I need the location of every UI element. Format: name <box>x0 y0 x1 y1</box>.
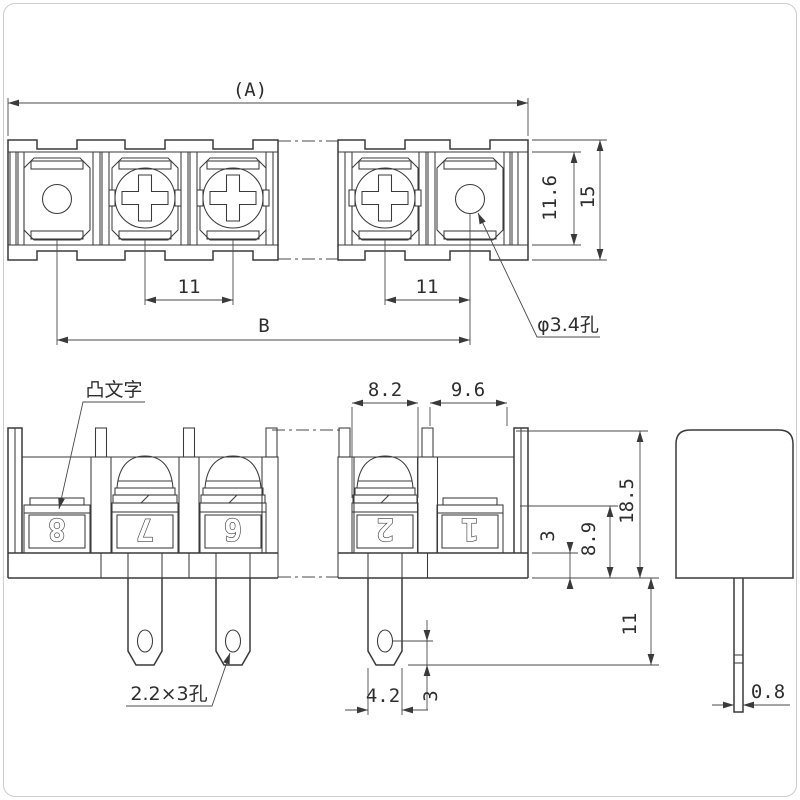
front-terminal-1-clamp <box>436 497 504 553</box>
terminal-number-7: 7 <box>136 511 154 546</box>
dim-15: 15 <box>577 186 599 209</box>
solder-pins <box>127 578 403 666</box>
front-screw-6 <box>199 455 267 553</box>
terminal-number-plates: 8 7 6 2 1 <box>28 510 499 549</box>
top-terminal-8 <box>23 157 91 241</box>
dim-11-6: 11.6 <box>539 175 561 221</box>
top-terminal-2 <box>348 157 422 241</box>
sheet-border <box>3 3 797 797</box>
emboss-note: 凸文字 <box>85 379 142 401</box>
pin-hole <box>224 629 242 653</box>
phillips-screw <box>361 174 409 222</box>
hole-note: φ3.4孔 <box>537 314 599 336</box>
clamp-hole <box>41 183 73 215</box>
front-screw-7 <box>111 455 179 553</box>
dim-8-9: 8.9 <box>578 522 600 556</box>
side-view-dimensions: 0.8 <box>712 681 790 709</box>
dim-3-hole: 3 <box>420 690 442 701</box>
front-base <box>8 552 528 579</box>
pin-hole <box>136 629 154 653</box>
front-terminal-8-clamp <box>23 497 91 553</box>
front-view: 8 7 6 2 1 <box>7 379 659 715</box>
dim-A: (A) <box>233 79 267 101</box>
top-view-dimensions: (A) 11.6 15 11 11 B <box>7 79 607 345</box>
top-terminal-7 <box>108 157 182 241</box>
dim-8-2: 8.2 <box>368 379 402 401</box>
phillips-screw <box>209 174 257 222</box>
top-view: (A) 11.6 15 11 11 B <box>7 79 607 345</box>
terminal-number-2: 2 <box>376 511 394 546</box>
terminal-number-6: 6 <box>224 511 242 546</box>
dim-18-5: 18.5 <box>616 478 638 524</box>
dim-B: B <box>258 315 269 337</box>
dim-4-2: 4.2 <box>366 685 400 707</box>
top-terminal-6 <box>196 157 270 241</box>
front-screw-2 <box>351 455 419 553</box>
side-view: 0.8 <box>675 429 794 713</box>
dim-0-8: 0.8 <box>751 681 785 703</box>
phillips-screw <box>121 174 169 222</box>
front-view-dimensions: 凸文字 8.2 9.6 18.5 3 8.9 <box>58 379 659 715</box>
terminal-number-1: 1 <box>461 511 479 546</box>
dim-11-pin: 11 <box>619 613 641 636</box>
dim-pitch-right: 11 <box>416 276 439 298</box>
mounting-hole <box>454 183 486 215</box>
dim-9-6: 9.6 <box>451 379 485 401</box>
dim-pitch-left: 11 <box>178 276 201 298</box>
side-pin <box>733 578 744 713</box>
terminal-number-8: 8 <box>48 511 66 546</box>
dim-3-base: 3 <box>537 530 559 541</box>
pin-hole-note: 2.2×3孔 <box>130 683 207 705</box>
pin-hole <box>376 629 394 653</box>
